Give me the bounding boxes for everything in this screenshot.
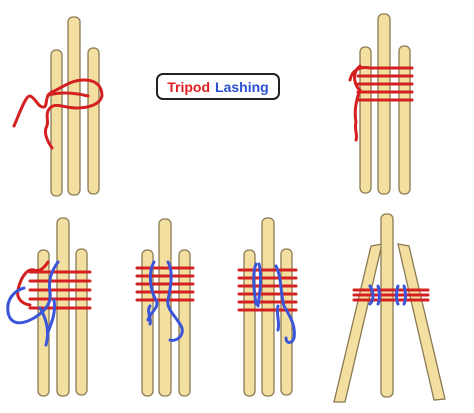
rope-red-wraps — [16, 260, 92, 310]
rope-red-wrap — [46, 91, 90, 98]
rope-red-wraps — [352, 288, 430, 302]
pole-left — [333, 243, 383, 403]
rope-red-wraps — [237, 268, 298, 312]
step-4-panel — [135, 218, 195, 397]
rope-red-wraps — [348, 64, 414, 142]
pole-right — [75, 248, 88, 396]
step-3-panel — [6, 217, 92, 397]
step-2-panel — [348, 13, 414, 195]
rope-red — [12, 78, 104, 150]
rope-blue-frap — [368, 284, 407, 306]
pole-left — [37, 249, 50, 397]
pole-center — [261, 217, 275, 397]
title-word-lashing: Lashing — [215, 78, 269, 95]
rope-blue-frap — [146, 260, 184, 342]
pole-right — [87, 47, 100, 195]
rope-blue — [6, 260, 60, 347]
step-6-panel — [333, 213, 446, 403]
pole-right — [397, 243, 446, 401]
title-label: Tripod Lashing — [156, 73, 280, 100]
title-word-tripod: Tripod — [167, 78, 211, 95]
rope-blue-frap — [252, 262, 296, 344]
rope-red-wraps — [135, 266, 195, 302]
pole-left — [50, 49, 63, 197]
pole-center — [377, 13, 391, 195]
pole-center — [380, 213, 394, 398]
step-1-panel — [12, 16, 104, 197]
step-5-panel — [237, 217, 298, 397]
